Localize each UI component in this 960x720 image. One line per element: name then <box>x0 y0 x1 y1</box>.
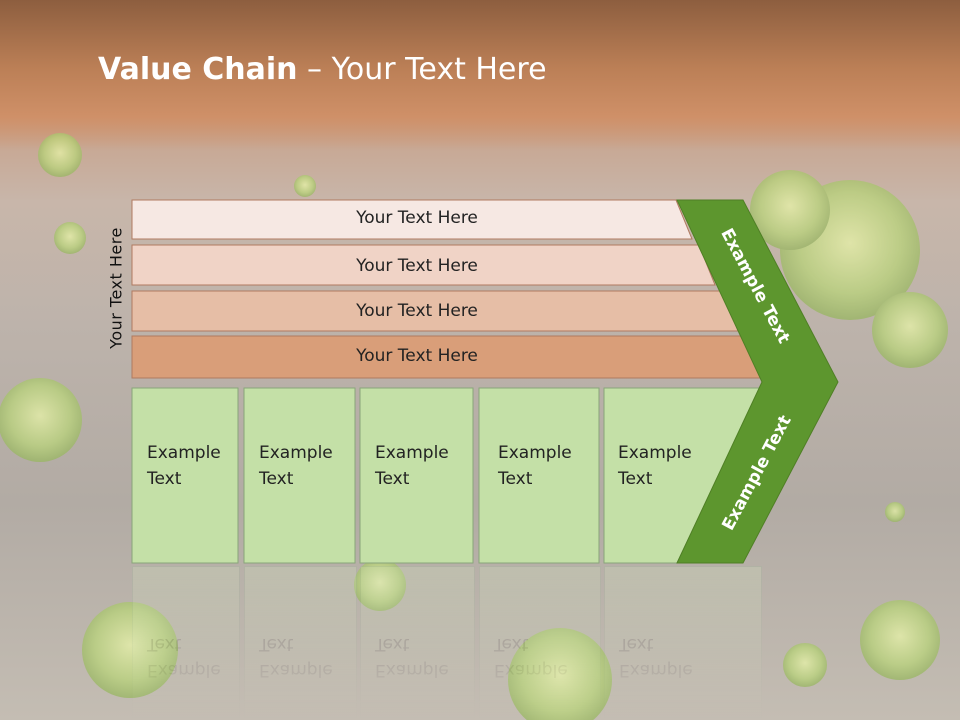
header-band <box>0 0 960 150</box>
bar-shape-1[interactable] <box>131 199 693 240</box>
box-label-5: Example Text <box>618 443 692 489</box>
reflection-text: Example Text <box>259 634 333 680</box>
bar-label-1: Your Text Here <box>356 208 478 228</box>
box-label-2: Example Text <box>259 443 333 489</box>
chevron-arrow-shape[interactable] <box>676 199 839 564</box>
box-label-1: Example Text <box>147 443 221 489</box>
box-label-3: Example Text <box>375 443 449 489</box>
bar-label-2: Your Text Here <box>356 256 478 276</box>
box-shape-2[interactable] <box>243 387 356 564</box>
box-shape-4[interactable] <box>478 387 600 564</box>
box-shape-3[interactable] <box>359 387 474 564</box>
reflection-text: Example Text <box>375 634 449 680</box>
reflection-column: Example Text <box>132 566 240 720</box>
reflection-column: Example Text <box>360 566 475 720</box>
bar-label-4: Your Text Here <box>356 346 478 366</box>
bar-shape-2[interactable] <box>131 244 716 286</box>
reflection-text: Example Text <box>147 634 221 680</box>
title-bold: Value Chain <box>98 52 298 87</box>
reflection-column: Example Text <box>604 566 762 720</box>
box-shape-1[interactable] <box>131 387 239 564</box>
reflection-column: Example Text <box>479 566 601 720</box>
reflection-column: Example Text <box>244 566 357 720</box>
reflection-text: Example Text <box>619 634 693 680</box>
box-label-4: Example Text <box>498 443 572 489</box>
title-rest: – Your Text Here <box>297 52 547 87</box>
page-title: Value Chain – Your Text Here <box>98 52 547 87</box>
reflection-text: Example Text <box>494 634 568 680</box>
bar-label-3: Your Text Here <box>356 301 478 321</box>
boxes-reflection: Example Text Example Text Example Text E… <box>132 566 832 720</box>
